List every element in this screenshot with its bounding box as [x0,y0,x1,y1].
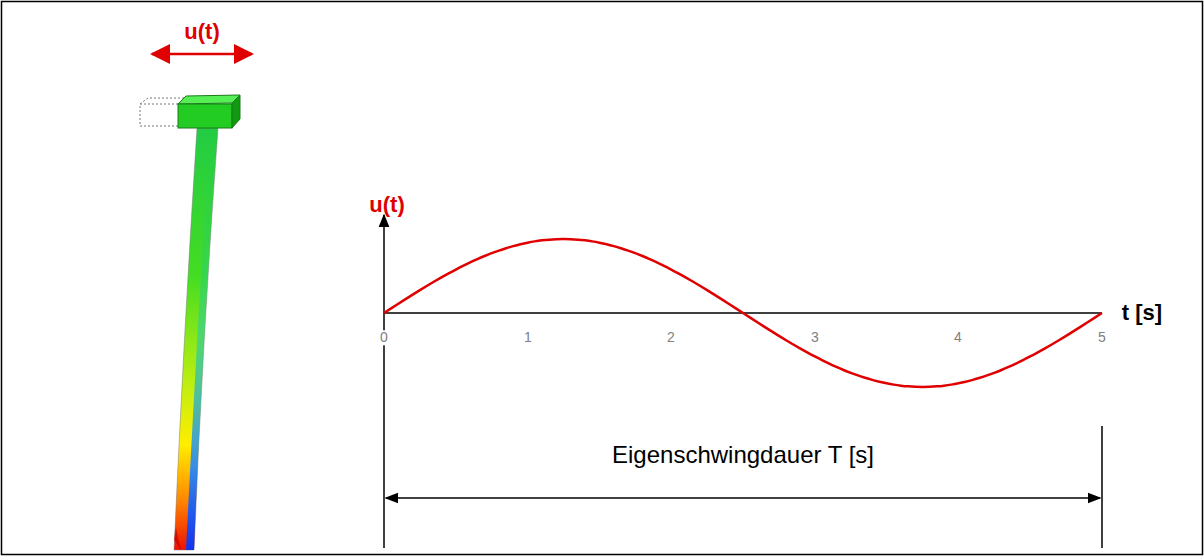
mass-block [178,95,240,128]
tower-base [174,528,181,550]
axis-label: u(t) [367,193,406,217]
dimension-line [386,497,1100,499]
tick-label: 1 [522,330,534,345]
u-axis [383,215,385,548]
tick-label: 5 [1096,330,1108,345]
tick-label: 3 [809,330,821,345]
displacement-label: u(t) [182,20,221,44]
tick-label: 4 [952,330,964,345]
dimension-extension [1101,426,1103,548]
oscillation-curve [384,239,1102,387]
tower-column [174,128,218,550]
tower-column-side [186,128,218,550]
tick-label: 2 [665,330,677,345]
displacement-arrow [152,53,252,56]
axis-label: t [s] [1120,301,1164,325]
dimension-label: Eigenschwingdauer T [s] [610,442,876,468]
tick-label: 0 [378,330,390,345]
